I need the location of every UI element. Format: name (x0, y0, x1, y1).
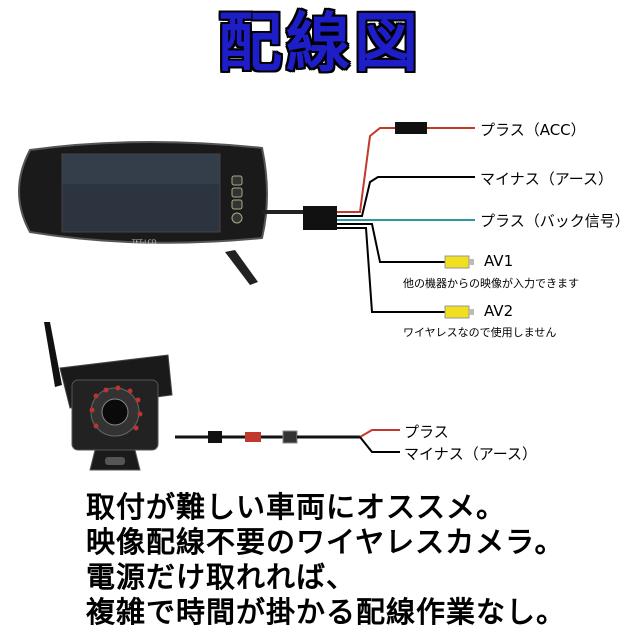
monitor-mount-arm (225, 250, 258, 285)
mirror-monitor: TFT-LCD (18, 140, 268, 285)
camera-dc-jack (282, 430, 298, 444)
camera-lens (101, 398, 129, 426)
monitor-brand: TFT-LCD (131, 239, 157, 246)
caption-line-1: 取付が難しい車両にオススメ。 (86, 490, 507, 524)
av1-label: AV1 (484, 252, 514, 270)
av2-label: AV2 (484, 302, 514, 320)
ground-wire-label: マイナス（アース） (480, 170, 614, 188)
power-icon (231, 212, 243, 224)
reverse-signal-wire-label: プラス（バック信号） (480, 212, 630, 230)
av2-rca-plug (444, 305, 470, 319)
monitor-buttons (231, 175, 243, 224)
camera-ground-label: マイナス（アース） (404, 445, 538, 463)
wireless-camera (44, 322, 173, 471)
camera-plus-label: プラス (404, 423, 449, 441)
camera-connector-1 (208, 431, 222, 443)
page-title: 配線図 (218, 7, 422, 81)
av2-note: ワイヤレスなので使用しません (403, 326, 557, 339)
acc-fuse (395, 122, 427, 134)
av1-note: 他の機器からの映像が入力できます (403, 277, 579, 290)
av1-rca-plug (444, 255, 470, 269)
acc-wire-label: プラス（ACC） (480, 121, 586, 139)
camera-connector-2 (245, 432, 261, 442)
camera-antenna (44, 322, 62, 387)
caption-line-3: 電源だけ取れれば、 (86, 560, 357, 594)
caption-line-4: 複雑で時間が掛かる配線作業なし。 (86, 595, 567, 629)
harness-connector (303, 206, 337, 230)
caption-line-2: 映像配線不要のワイヤレスカメラ。 (86, 525, 565, 559)
